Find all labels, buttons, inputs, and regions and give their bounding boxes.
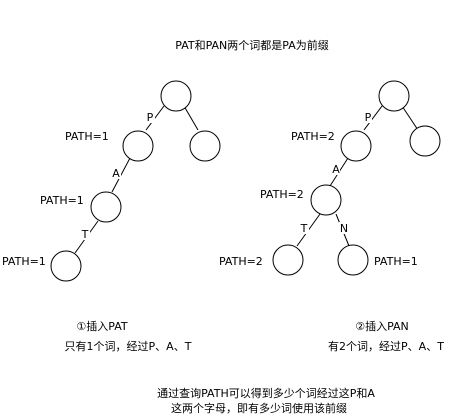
right-trie: P A T N PATH=2 PATH=2 PATH=2 PATH=1 ②插入P…	[219, 80, 444, 353]
right-t-node	[272, 244, 304, 276]
right-edge-label-n: N	[340, 222, 348, 235]
left-edge-label-p: P	[147, 111, 154, 124]
left-caption-desc: 只有1个词，经过P、A、T	[65, 339, 192, 353]
left-a-node	[90, 191, 122, 223]
left-edge-label-t: T	[81, 228, 89, 241]
right-edge-label-a: A	[332, 163, 340, 176]
left-edge-label-a: A	[112, 167, 120, 180]
right-n-node	[337, 244, 369, 276]
right-caption-title: ②插入PAN	[355, 319, 409, 333]
right-caption-desc: 有2个词，经过P、A、T	[328, 339, 444, 353]
left-edge-root-right	[183, 105, 199, 131]
left-root-node	[160, 80, 192, 112]
right-root-node	[378, 80, 410, 112]
right-edge-label-t: T	[300, 222, 308, 235]
left-empty-node	[189, 130, 221, 162]
left-path-label-level1: PATH=1	[65, 130, 109, 143]
right-path-label-level2: PATH=2	[260, 188, 304, 201]
left-path-label-level2: PATH=1	[40, 194, 84, 207]
right-path-label-n-leaf: PATH=1	[374, 255, 418, 268]
footer-line-1: 通过查询PATH可以得到多少个词经过这P和A	[157, 386, 375, 400]
left-t-node	[50, 250, 82, 282]
right-path-label-level1: PATH=2	[291, 130, 335, 143]
right-edge-root-p	[363, 105, 383, 131]
diagram-title: PAT和PAN两个词都是PA为前缀	[175, 38, 328, 52]
left-caption-title: ①插入PAT	[76, 319, 127, 333]
left-p-node	[122, 130, 154, 162]
footer-line-2: 这两个字母，即有多少词使用该前缀	[171, 401, 347, 415]
right-a-node	[310, 184, 342, 216]
right-edge-label-p: P	[365, 111, 372, 124]
right-edge-root-right	[401, 105, 419, 131]
left-path-label-level3: PATH=1	[2, 255, 46, 268]
left-trie: P A T PATH=1 PATH=1 PATH=1 ①插入PAT 只有1个词，…	[2, 80, 221, 353]
right-p-node	[340, 130, 372, 162]
right-empty-node	[409, 125, 441, 157]
right-path-label-t-leaf: PATH=2	[219, 255, 263, 268]
